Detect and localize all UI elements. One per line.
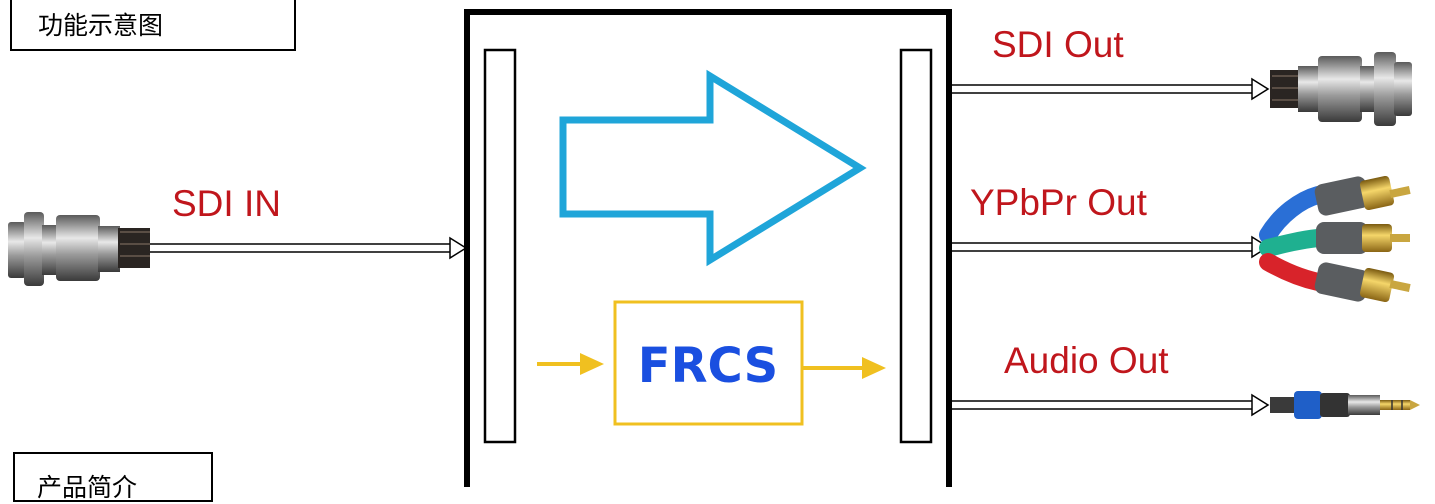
frcs-output-arrow-icon [803, 357, 886, 379]
output-line-ypbpr [952, 235, 1270, 259]
conversion-arrow-icon [559, 69, 867, 267]
section-label-text: 产品简介 [37, 473, 138, 502]
frcs-input-arrow-icon [537, 353, 604, 375]
output-interface-bar [899, 48, 933, 444]
output-line-sdi [952, 77, 1270, 101]
input-label: SDI IN [172, 183, 281, 224]
output-label-audio: Audio Out [1004, 340, 1169, 381]
frcs-label: FRCS [638, 338, 778, 394]
input-signal-line [150, 236, 468, 260]
output-label-sdi: SDI Out [992, 24, 1124, 65]
output-bnc-connector-icon [1270, 52, 1412, 126]
section-label: 产品简介 [13, 452, 213, 502]
output-label-ypbpr: YPbPr Out [970, 182, 1148, 223]
audio-jack-icon [1270, 391, 1420, 419]
rca-component-cable-icon [1259, 175, 1411, 303]
diagram-title-text: 功能示意图 [38, 11, 164, 40]
output-line-audio [952, 393, 1270, 417]
input-bnc-connector-icon [8, 212, 150, 286]
diagram-title: 功能示意图 [10, 0, 296, 51]
frcs-block: FRCS [613, 300, 804, 426]
input-interface-bar [483, 48, 517, 444]
signal-flow-diagram: SDI IN FRCS SDI Out YPbPr Out Audio Out [8, 9, 1420, 487]
